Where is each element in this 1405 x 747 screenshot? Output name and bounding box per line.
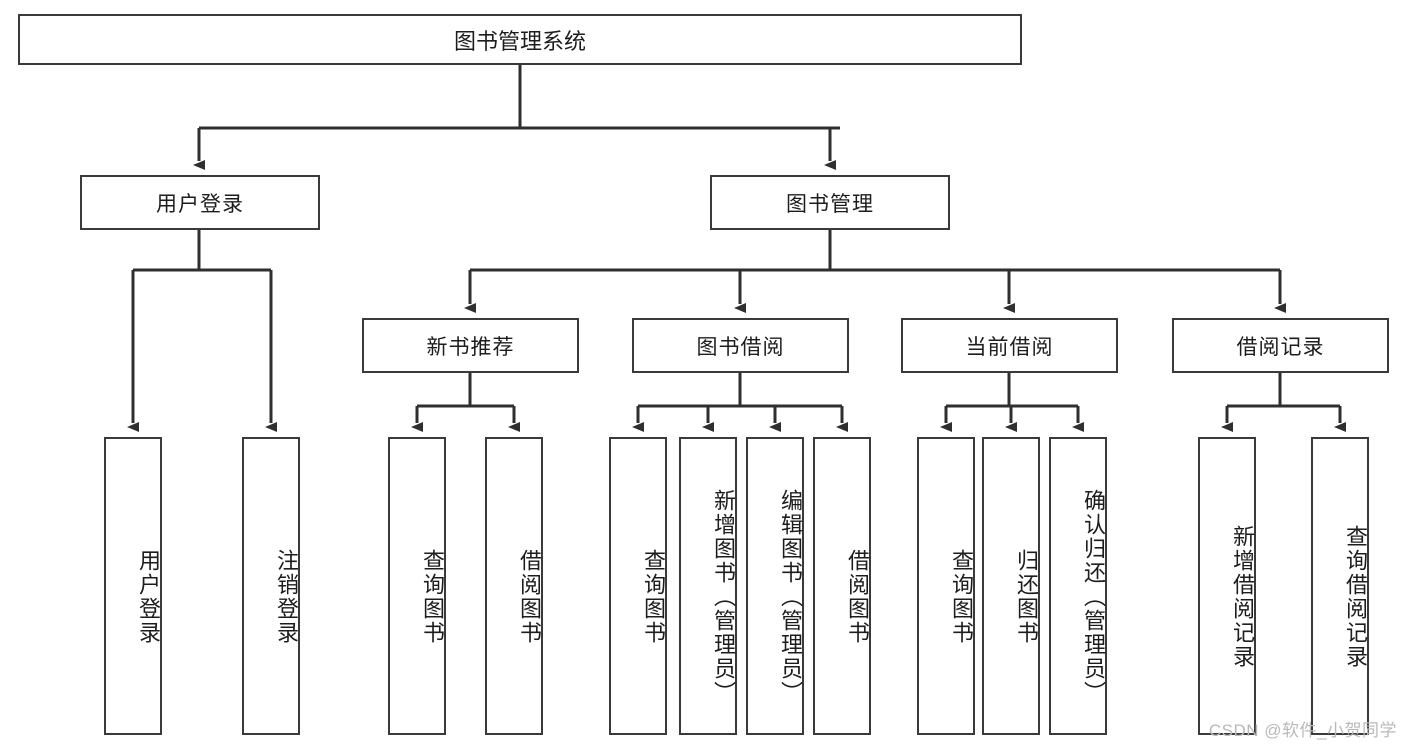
node-user-login[interactable]: 用户登录 xyxy=(80,175,320,230)
node-leaf-borrow-book-1-label: 借阅图书 xyxy=(517,549,542,645)
node-leaf-return-book-label: 归还图书 xyxy=(1014,549,1039,645)
node-current-borrow-label: 当前借阅 xyxy=(965,335,1054,359)
node-leaf-add-book[interactable]: 新增图书（管理员） xyxy=(679,437,737,735)
node-leaf-user-login[interactable]: 用户登录 xyxy=(104,437,162,735)
node-leaf-user-logout[interactable]: 注销登录 xyxy=(242,437,300,735)
node-book-manage-label: 图书管理 xyxy=(786,192,874,216)
node-leaf-query-book-2[interactable]: 查询图书 xyxy=(609,437,667,735)
csdn-watermark: CSDN @软件_小贺同学 xyxy=(1208,721,1397,740)
node-book-manage[interactable]: 图书管理 xyxy=(710,175,950,230)
node-leaf-edit-book[interactable]: 编辑图书（管理员） xyxy=(746,437,804,735)
node-leaf-query-book-1[interactable]: 查询图书 xyxy=(388,437,446,735)
node-leaf-confirm-return-label: 确认归还（管理员） xyxy=(1081,489,1106,705)
node-leaf-add-record-label: 新增借阅记录 xyxy=(1230,525,1255,669)
node-current-borrow[interactable]: 当前借阅 xyxy=(901,318,1118,373)
node-leaf-borrow-book-1[interactable]: 借阅图书 xyxy=(485,437,543,735)
node-book-borrow[interactable]: 图书借阅 xyxy=(632,318,849,373)
node-leaf-user-login-label: 用户登录 xyxy=(136,549,161,645)
node-leaf-add-record[interactable]: 新增借阅记录 xyxy=(1198,437,1256,735)
node-leaf-borrow-book-2[interactable]: 借阅图书 xyxy=(813,437,871,735)
node-leaf-user-logout-label: 注销登录 xyxy=(274,549,299,645)
node-new-book-rec-label: 新书推荐 xyxy=(426,335,515,359)
node-leaf-edit-book-label: 编辑图书（管理员） xyxy=(778,489,803,705)
node-user-login-label: 用户登录 xyxy=(156,192,244,216)
node-leaf-add-book-label: 新增图书（管理员） xyxy=(711,489,736,705)
node-leaf-borrow-book-2-label: 借阅图书 xyxy=(845,549,870,645)
node-leaf-query-book-2-label: 查询图书 xyxy=(641,549,666,645)
node-root-label: 图书管理系统 xyxy=(453,28,586,54)
node-root[interactable]: 图书管理系统 xyxy=(18,14,1022,65)
node-leaf-query-record[interactable]: 查询借阅记录 xyxy=(1311,437,1369,735)
node-borrow-record-label: 借阅记录 xyxy=(1236,335,1325,359)
node-leaf-query-book-1-label: 查询图书 xyxy=(420,549,445,645)
node-new-book-rec[interactable]: 新书推荐 xyxy=(362,318,579,373)
node-borrow-record[interactable]: 借阅记录 xyxy=(1172,318,1389,373)
node-leaf-query-record-label: 查询借阅记录 xyxy=(1343,525,1368,669)
node-leaf-return-book[interactable]: 归还图书 xyxy=(982,437,1040,735)
node-book-borrow-label: 图书借阅 xyxy=(696,335,785,359)
node-leaf-confirm-return[interactable]: 确认归还（管理员） xyxy=(1049,437,1107,735)
node-leaf-query-book-3[interactable]: 查询图书 xyxy=(917,437,975,735)
node-leaf-query-book-3-label: 查询图书 xyxy=(949,549,974,645)
